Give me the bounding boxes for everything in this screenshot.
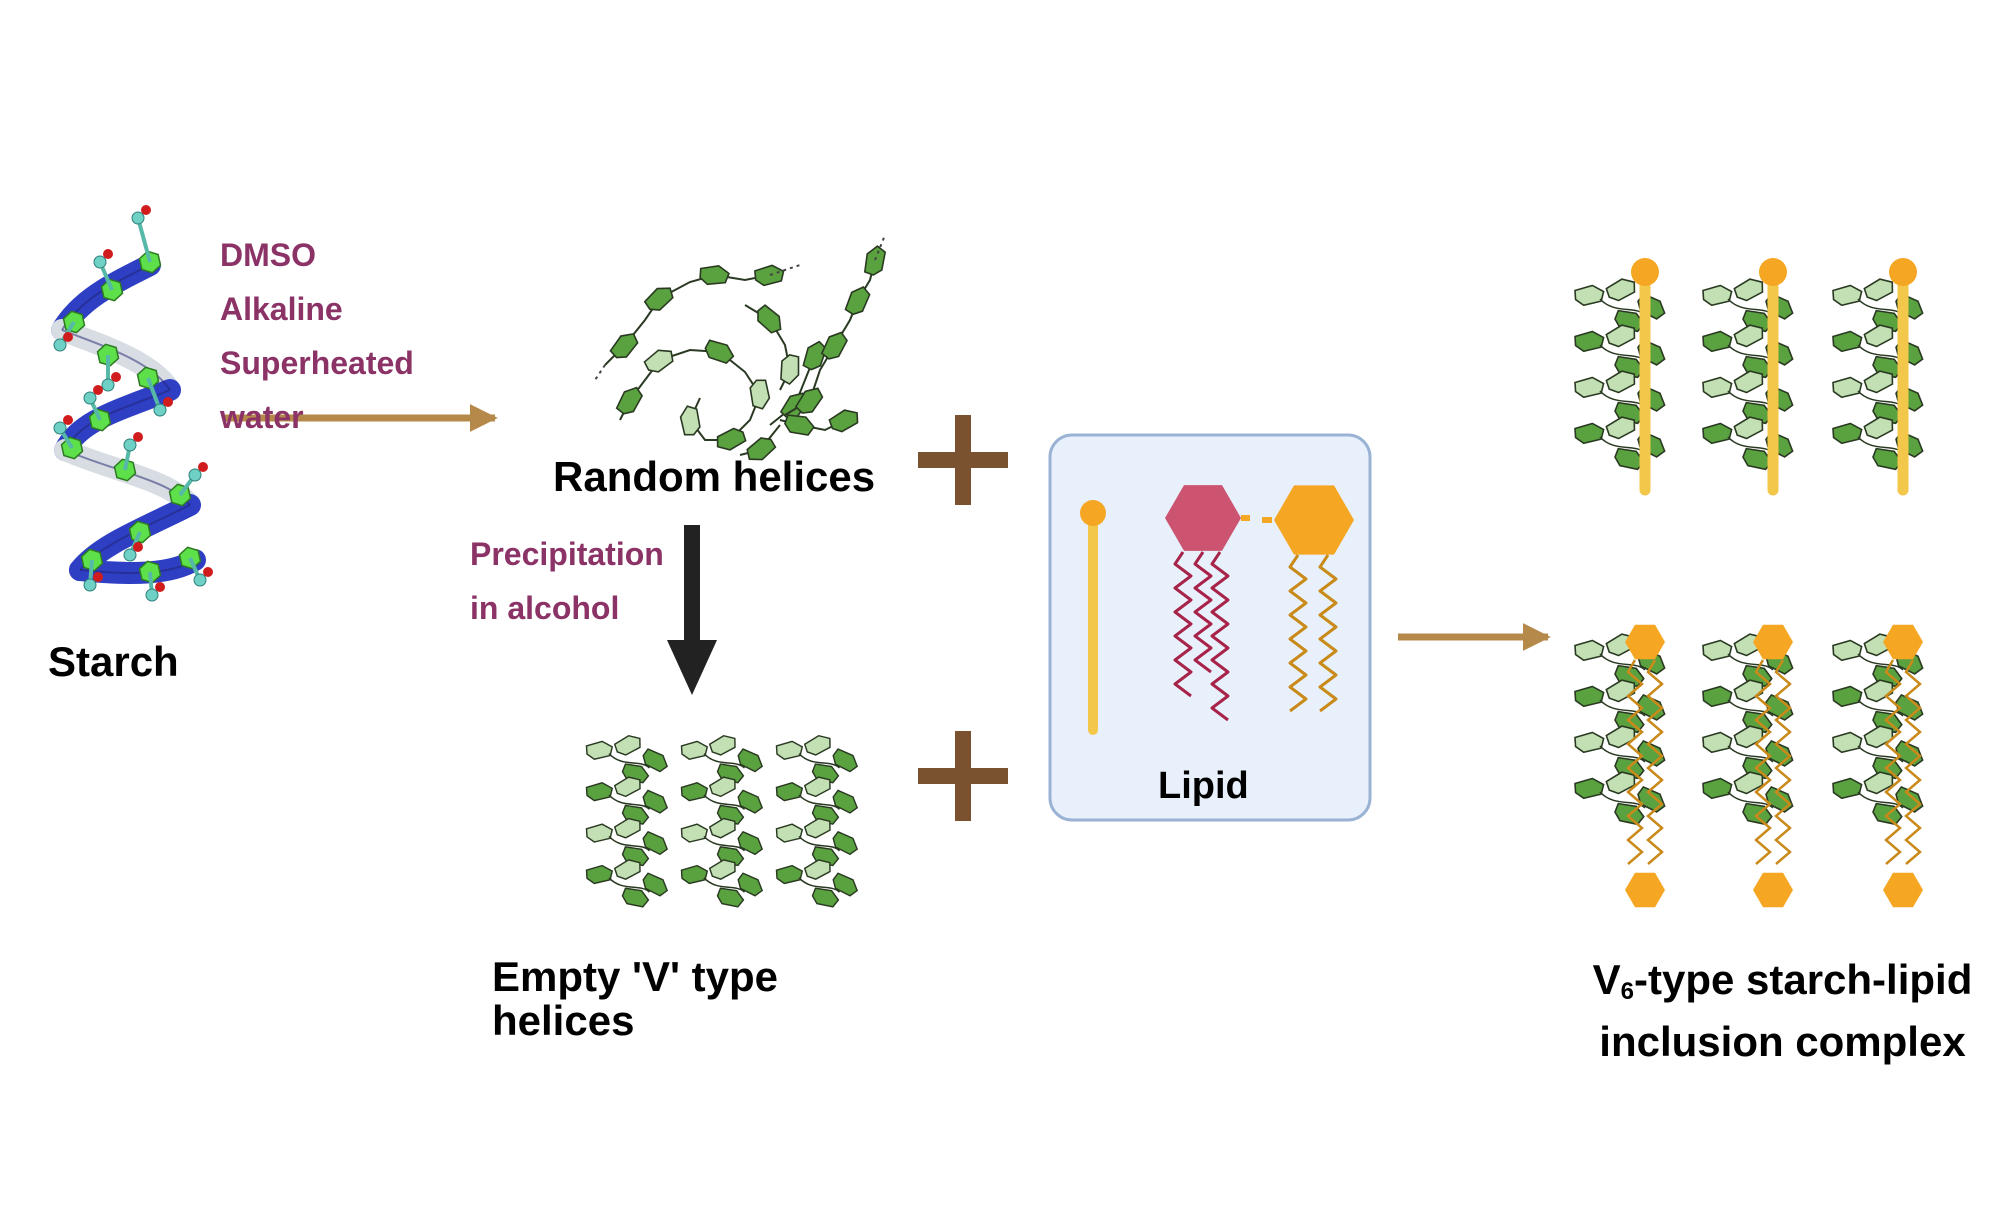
condition-precipitation: Precipitation <box>470 536 664 572</box>
condition-in-alcohol: in alcohol <box>470 590 620 626</box>
empty-v-label-line2: helices <box>492 997 635 1044</box>
random-helices-illustration <box>594 234 887 461</box>
lipid-label: Lipid <box>1158 765 1249 807</box>
plus-sign-bottom <box>918 731 1008 821</box>
condition-dmso: DMSO <box>220 237 316 273</box>
empty-v-label-line1: Empty 'V' type <box>492 953 779 1000</box>
plus-sign-top <box>918 415 1008 505</box>
dissolution-conditions: DMSO Alkaline Superheated water <box>220 228 414 444</box>
starch-helix-illustration <box>51 205 213 602</box>
random-helices-label: Random helices <box>553 453 876 500</box>
starch-label: Starch <box>48 638 179 685</box>
condition-superheated: Superheated <box>220 345 414 381</box>
complex-panel-top <box>1574 258 1924 496</box>
complex-label-line2: inclusion complex <box>1599 1018 1966 1065</box>
empty-v-helices-illustration <box>585 734 859 908</box>
complex-label: V6-type starch-lipid inclusion complex <box>1585 958 1980 1064</box>
complex-label-line1: V6-type starch-lipid <box>1592 956 1973 1006</box>
precipitation-conditions: Precipitation in alcohol <box>470 527 664 635</box>
empty-v-label: Empty 'V' type helices <box>492 955 778 1043</box>
complex-panel-bottom <box>1574 624 1924 908</box>
lipid-molecules <box>1080 485 1354 735</box>
condition-alkaline: Alkaline <box>220 291 343 327</box>
precipitation-down-arrow <box>667 525 717 695</box>
condition-water: water <box>220 399 304 435</box>
